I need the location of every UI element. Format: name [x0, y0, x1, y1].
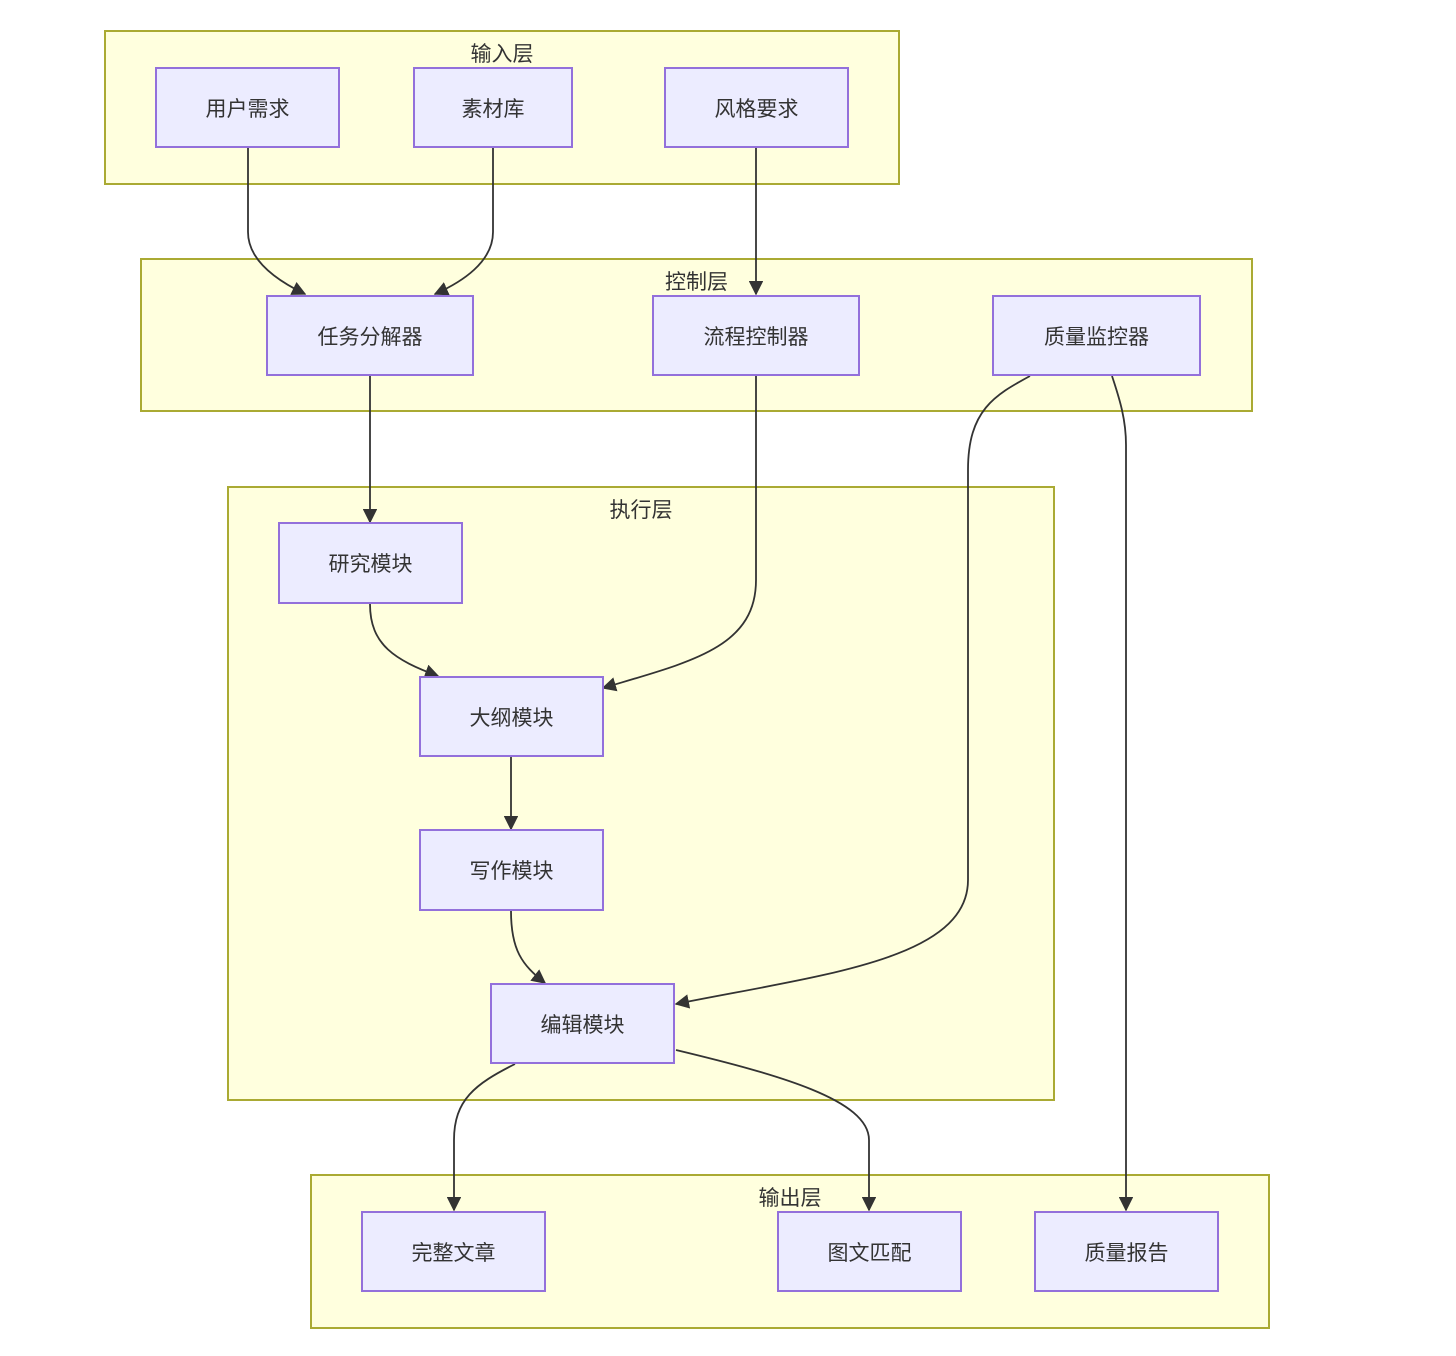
node-editing-module[interactable]: 编辑模块	[490, 983, 675, 1064]
node-label-user-requirements: 用户需求	[205, 96, 290, 121]
node-quality-monitor[interactable]: 质量监控器	[992, 295, 1201, 376]
node-label-image-text-match: 图文匹配	[827, 1240, 912, 1265]
node-label-complete-article: 完整文章	[411, 1240, 496, 1265]
node-task-decomposer[interactable]: 任务分解器	[266, 295, 474, 376]
node-label-quality-report: 质量报告	[1084, 1240, 1169, 1265]
node-style-requirements[interactable]: 风格要求	[664, 67, 849, 148]
node-research-module[interactable]: 研究模块	[278, 522, 463, 604]
cluster-title-execute: 执行层	[609, 498, 673, 522]
node-image-text-match[interactable]: 图文匹配	[777, 1211, 962, 1292]
node-label-flow-controller: 流程控制器	[703, 324, 809, 349]
node-label-material-library: 素材库	[461, 96, 525, 121]
node-material-library[interactable]: 素材库	[413, 67, 573, 148]
cluster-title-output: 输出层	[758, 1186, 822, 1210]
cluster-title-input: 输入层	[470, 42, 534, 66]
node-label-editing-module: 编辑模块	[540, 1012, 625, 1037]
node-label-research-module: 研究模块	[328, 552, 413, 576]
edge-quality-mon-to-quality-report	[1111, 375, 1134, 1212]
node-user-requirements[interactable]: 用户需求	[155, 67, 340, 148]
node-quality-report[interactable]: 质量报告	[1034, 1211, 1219, 1292]
node-outline-module[interactable]: 大纲模块	[419, 676, 604, 757]
node-label-writing-module: 写作模块	[469, 859, 554, 883]
node-label-quality-monitor: 质量监控器	[1044, 324, 1149, 349]
node-writing-module[interactable]: 写作模块	[419, 829, 604, 911]
node-label-task-decomposer: 任务分解器	[317, 324, 423, 349]
node-label-outline-module: 大纲模块	[469, 705, 554, 730]
node-flow-controller[interactable]: 流程控制器	[652, 295, 860, 376]
node-complete-article[interactable]: 完整文章	[361, 1211, 546, 1292]
cluster-title-control: 控制层	[665, 270, 728, 294]
node-label-style-requirements: 风格要求	[714, 96, 799, 121]
